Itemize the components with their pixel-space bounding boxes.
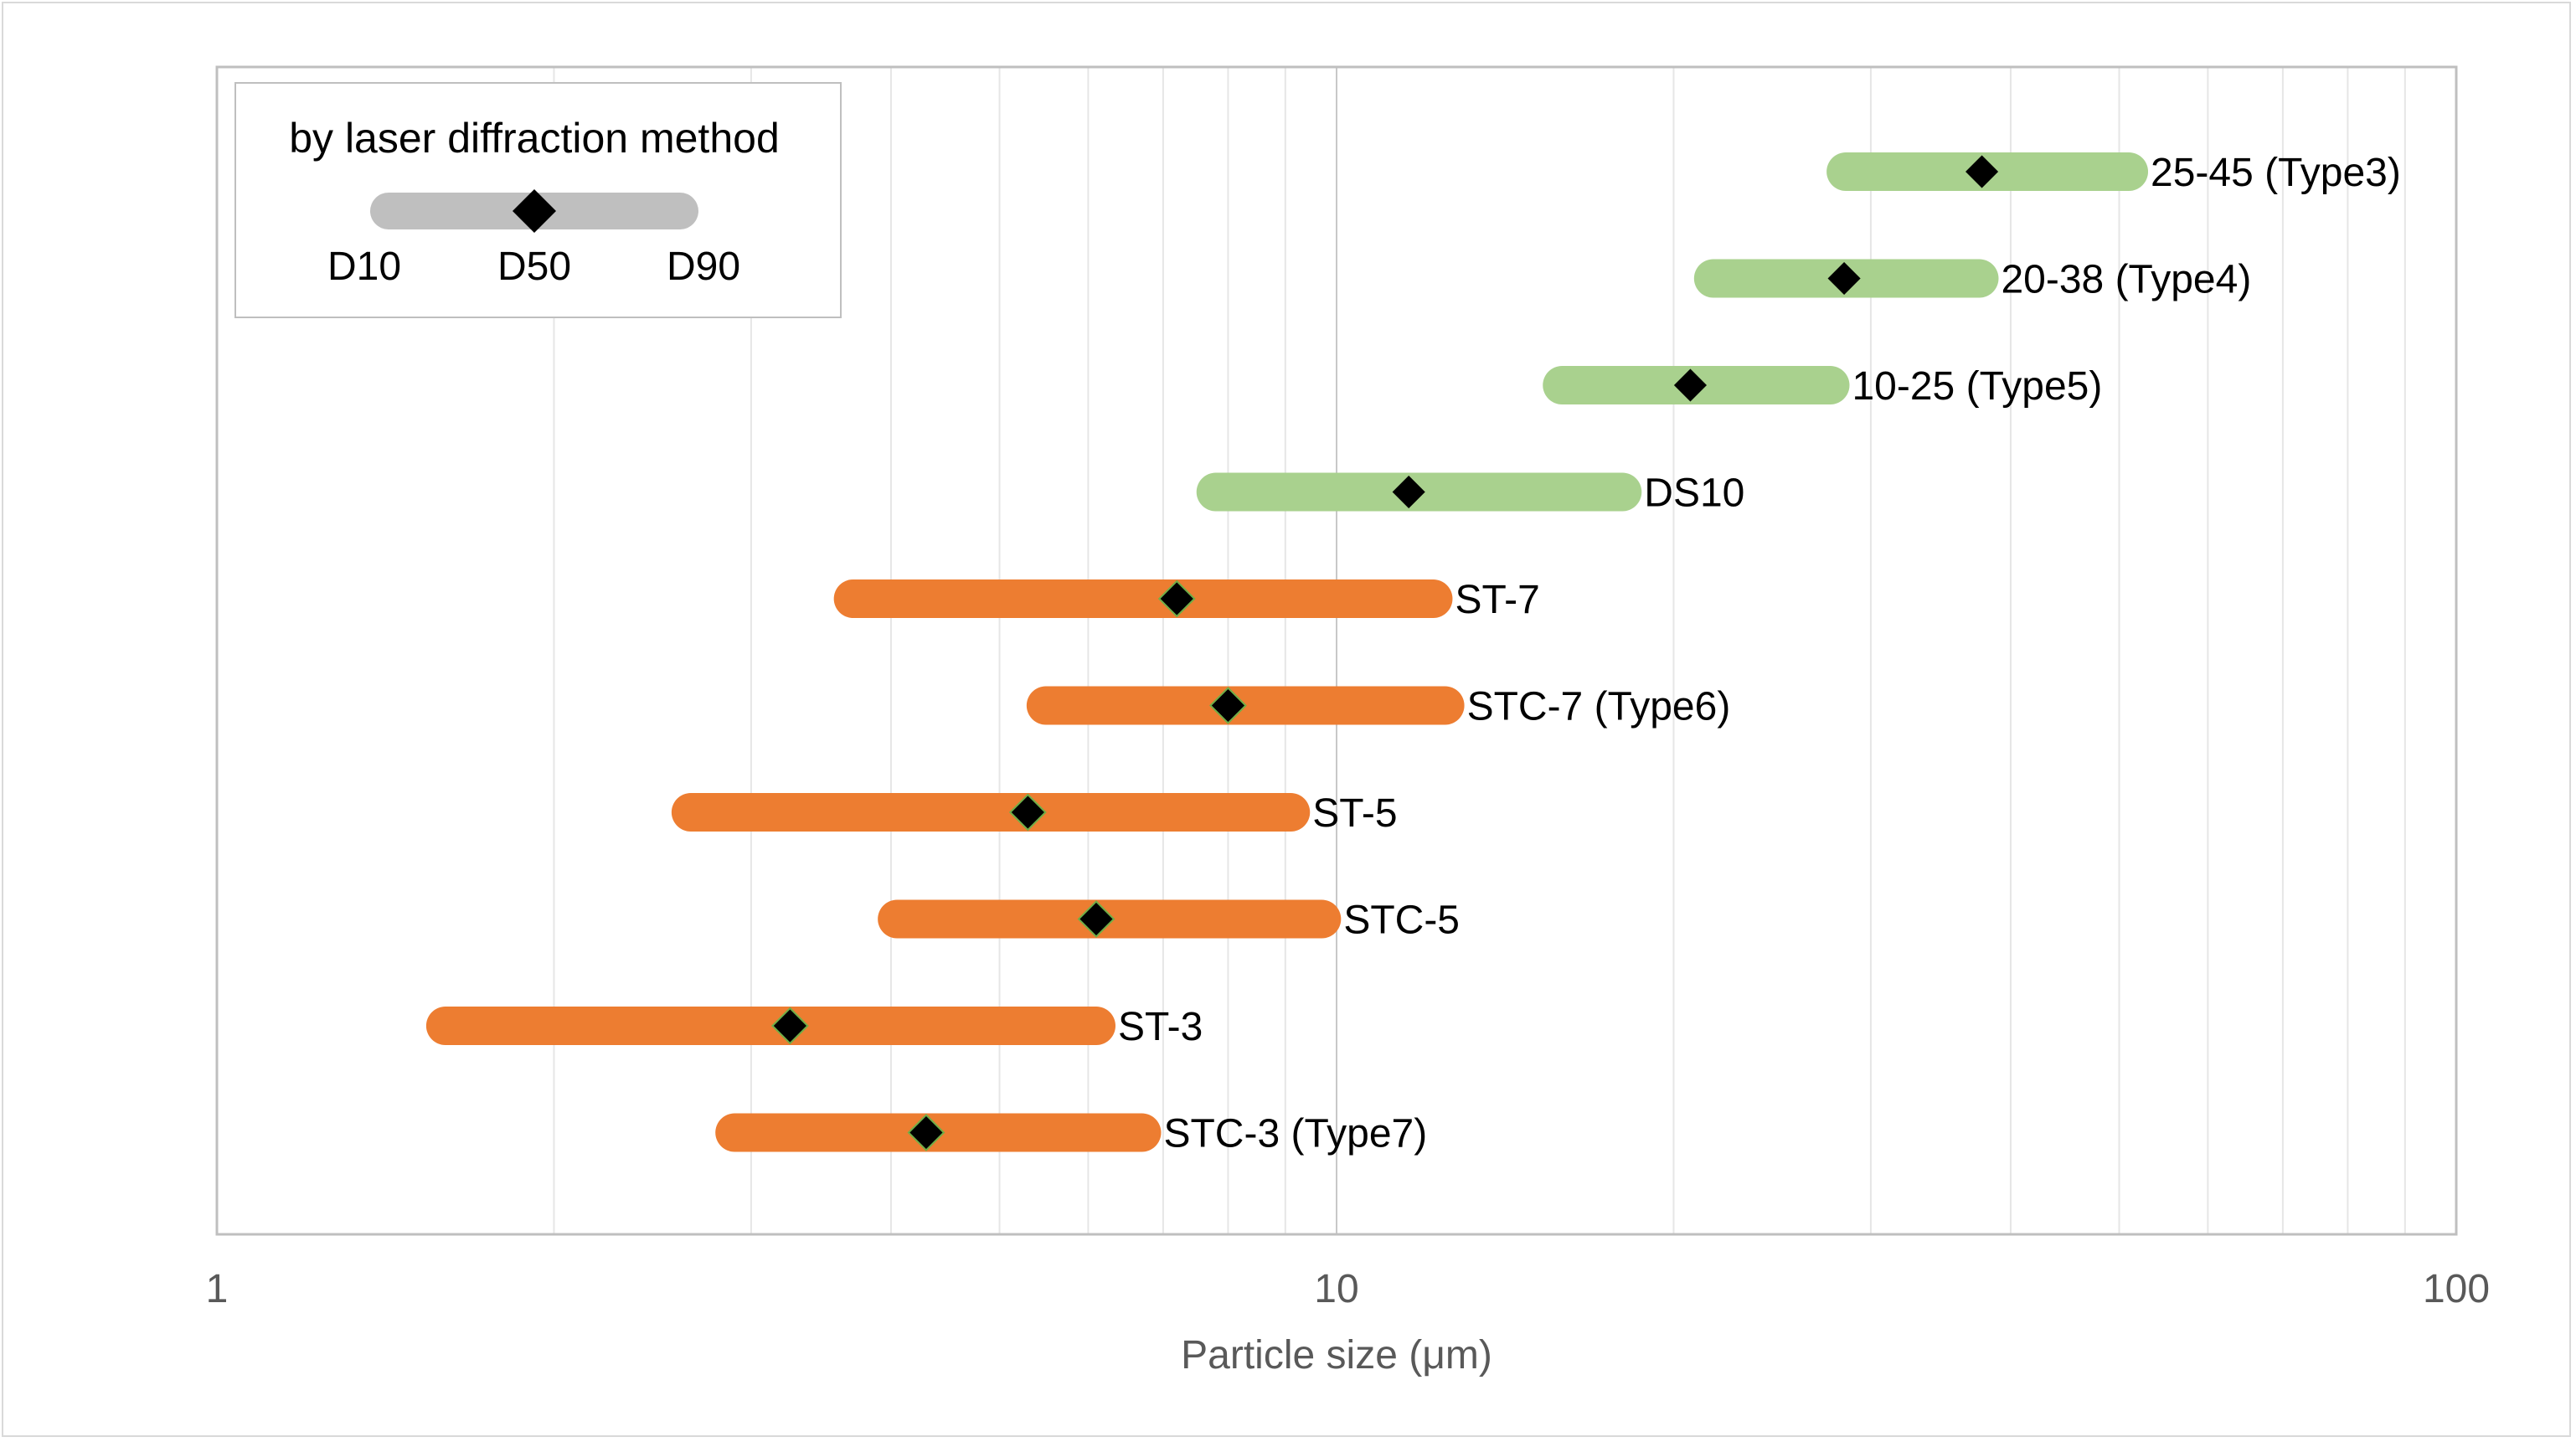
x-tick-label: 1: [206, 1267, 229, 1311]
bars-layer: 25-45 (Type3) 20-38 (Type4) 10-25 (Type5) D…: [425, 151, 2401, 1156]
bar-label: ST-3: [1118, 1005, 1203, 1049]
d50-marker: [907, 1114, 945, 1151]
x-axis-title: Particle size (μm): [1181, 1333, 1492, 1378]
bar-label: 25-45 (Type3): [2151, 151, 2401, 195]
d50-marker: [1077, 900, 1115, 938]
legend-sample-marker: [513, 189, 556, 233]
legend-key-d90: D90: [667, 245, 740, 289]
plot-area: [215, 65, 2458, 1236]
d50-marker: [1825, 260, 1863, 297]
d50-marker: [1963, 152, 2001, 191]
x-tick-labels: 1 10 100: [206, 1267, 2490, 1311]
legend-title: by laser diffraction method: [289, 115, 780, 162]
bar-label: STC-3 (Type7): [1163, 1112, 1427, 1156]
bar-label: ST-5: [1312, 791, 1397, 836]
bar-label: STC-5: [1343, 899, 1460, 943]
d50-marker: [1008, 793, 1047, 832]
legend: by laser diffraction method D10 D50 D90: [234, 82, 842, 318]
d50-marker: [1672, 366, 1709, 404]
bar-label: ST-7: [1455, 578, 1539, 622]
d50-marker: [770, 1007, 809, 1045]
d50-marker: [1389, 473, 1428, 511]
legend-key-d10: D10: [327, 245, 401, 289]
bar-label: STC-7 (Type6): [1467, 685, 1731, 729]
x-tick-label: 100: [2423, 1267, 2490, 1311]
bar-label: DS10: [1644, 471, 1744, 516]
x-tick-label: 10: [1314, 1267, 1358, 1311]
bar-label: 20-38 (Type4): [2001, 258, 2251, 302]
d50-marker: [1209, 687, 1247, 724]
d50-marker: [1157, 579, 1196, 618]
bar-label: 10-25 (Type5): [1852, 364, 2102, 409]
legend-key-d50: D50: [497, 245, 571, 289]
